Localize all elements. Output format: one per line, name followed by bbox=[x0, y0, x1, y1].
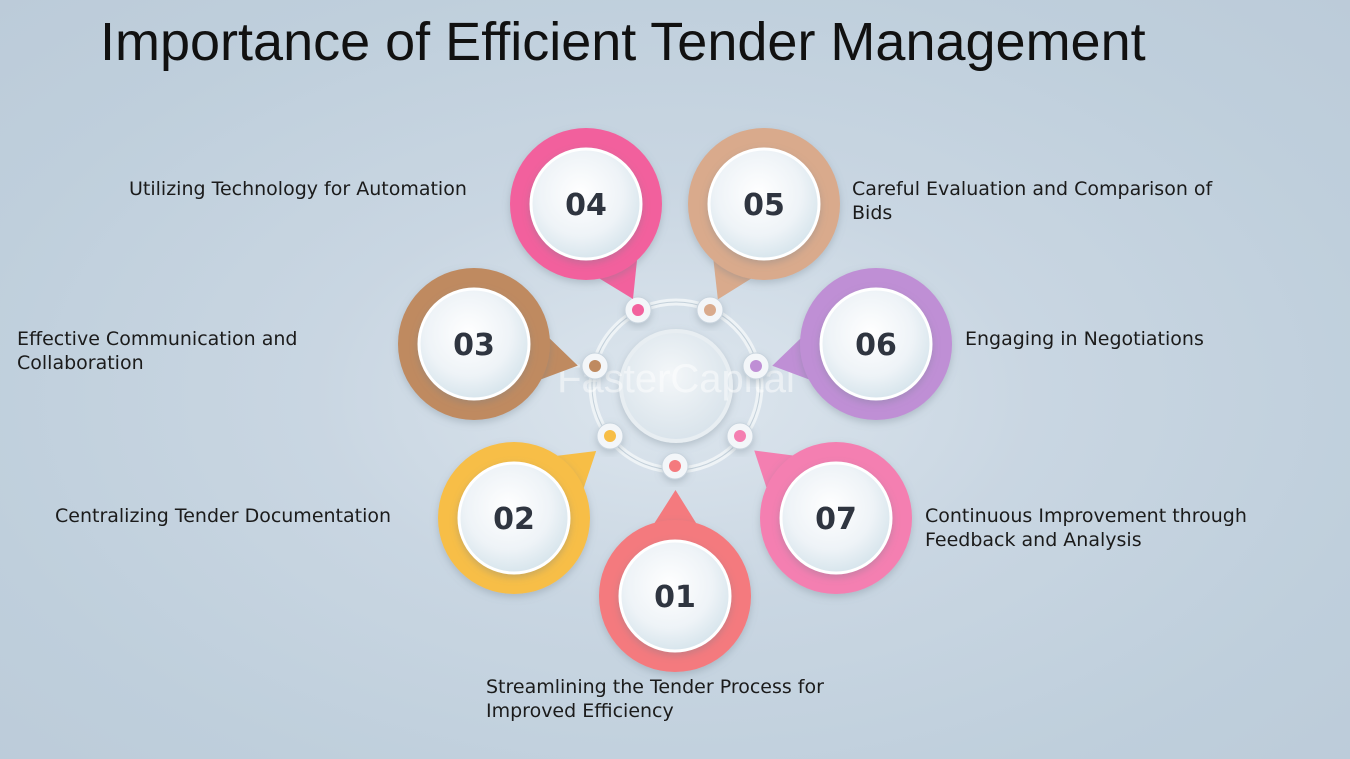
step-label-01: Streamlining the Tender Process for Impr… bbox=[486, 676, 824, 722]
step-label-04: Utilizing Technology for Automation bbox=[129, 178, 467, 200]
connector-dot-06 bbox=[742, 352, 770, 380]
step-number-05: 05 bbox=[743, 188, 785, 223]
bubble-center bbox=[618, 539, 732, 653]
step-bubble-06: 06 bbox=[772, 268, 952, 420]
bubble-center bbox=[529, 147, 643, 261]
step-bubbles: 01 02 03 04 05 06 07 bbox=[398, 128, 952, 672]
step-number-07: 07 bbox=[815, 502, 857, 537]
step-bubble-05: 05 bbox=[688, 128, 840, 300]
connector-dot-01 bbox=[661, 452, 689, 480]
step-bubble-02: 02 bbox=[438, 442, 597, 594]
bubble-center bbox=[417, 287, 531, 401]
step-bubble-01: 01 bbox=[599, 490, 751, 672]
step-number-02: 02 bbox=[493, 502, 535, 537]
page-title: Importance of Efficient Tender Managemen… bbox=[100, 12, 1146, 72]
step-number-06: 06 bbox=[855, 328, 897, 363]
step-number-04: 04 bbox=[565, 188, 607, 223]
bubble-center bbox=[819, 287, 933, 401]
connector-dot-07 bbox=[726, 422, 754, 450]
step-bubble-07: 07 bbox=[754, 442, 912, 594]
step-label-06: Engaging in Negotiations bbox=[965, 328, 1204, 350]
step-number-01: 01 bbox=[654, 580, 696, 615]
bubble-center bbox=[707, 147, 821, 261]
connector-dots bbox=[581, 296, 770, 480]
connector-dot-05 bbox=[696, 296, 724, 324]
connector-dot-04 bbox=[624, 296, 652, 324]
connector-dot-03 bbox=[581, 352, 609, 380]
step-label-07: Continuous Improvement through Feedback … bbox=[925, 505, 1247, 551]
step-bubble-04: 04 bbox=[510, 128, 662, 300]
bubble-center bbox=[779, 461, 893, 575]
step-number-03: 03 bbox=[453, 328, 495, 363]
step-label-05: Careful Evaluation and Comparison of Bid… bbox=[852, 178, 1213, 224]
step-label-03: Effective Communication and Collaboratio… bbox=[17, 328, 298, 374]
connector-dot-02 bbox=[596, 422, 624, 450]
bubble-pointer bbox=[651, 490, 700, 529]
step-bubble-03: 03 bbox=[398, 268, 578, 420]
step-label-02: Centralizing Tender Documentation bbox=[55, 505, 392, 527]
bubble-center bbox=[457, 461, 571, 575]
